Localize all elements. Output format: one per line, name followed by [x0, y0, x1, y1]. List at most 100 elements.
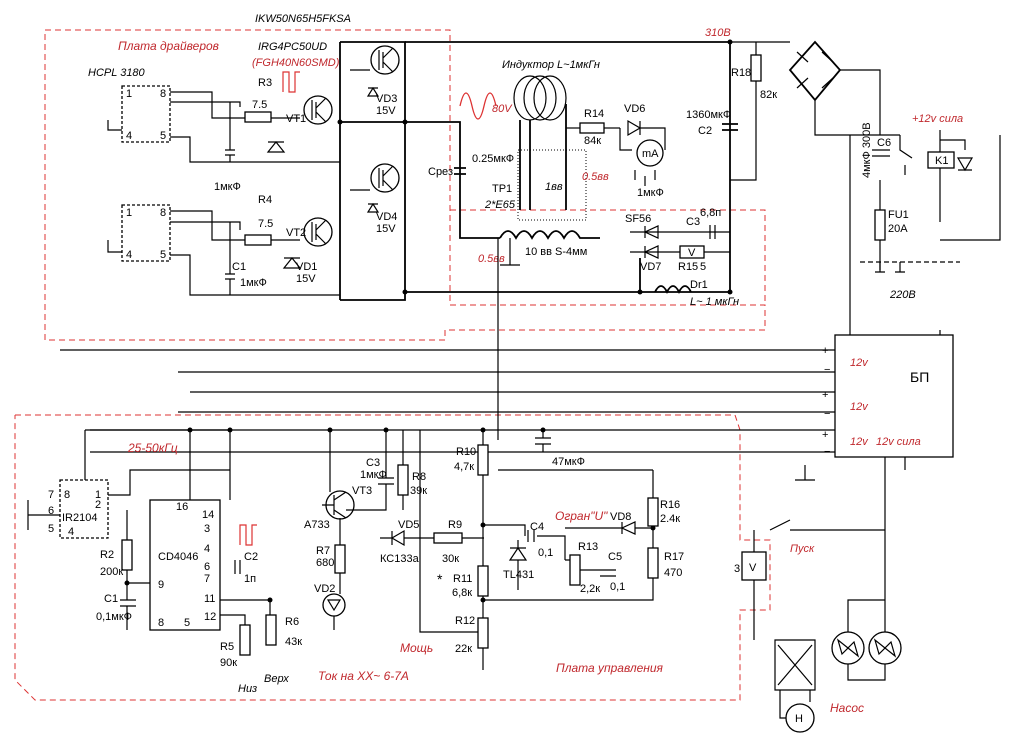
- resistor-r6: [265, 614, 277, 646]
- voltage-limit-label: Огран"U": [555, 509, 608, 523]
- svg-text:0.5вв: 0.5вв: [478, 253, 505, 265]
- svg-text:CD4046: CD4046: [158, 551, 198, 563]
- resistor-r14: [579, 122, 605, 134]
- svg-text:7: 7: [204, 573, 210, 585]
- svg-text:Верх: Верх: [264, 673, 289, 685]
- svg-text:−: −: [824, 364, 830, 376]
- svg-text:VD4: VD4: [376, 211, 397, 223]
- svg-text:1п: 1п: [244, 573, 256, 585]
- svg-text:4: 4: [126, 249, 132, 261]
- igbt-alt1-label: IRG4PC50UD: [258, 41, 327, 53]
- inductor-coil: [513, 75, 567, 210]
- svg-text:90к: 90к: [220, 657, 237, 669]
- transistor-vt3: [322, 490, 355, 520]
- svg-text:0,1: 0,1: [538, 547, 553, 559]
- svg-text:C4: C4: [530, 521, 544, 533]
- start-switch: [769, 519, 885, 531]
- svg-text:6: 6: [204, 561, 210, 573]
- svg-text:TP1: TP1: [492, 183, 512, 195]
- svg-text:R7: R7: [316, 545, 330, 557]
- svg-text:12v: 12v: [850, 436, 869, 448]
- igbt-main-label: IKW50N65H5FKSA: [255, 13, 351, 25]
- svg-text:11: 11: [204, 593, 215, 605]
- zener-vd3: [366, 86, 380, 97]
- svg-text:2.4к: 2.4к: [660, 513, 680, 525]
- fan-2-icon: [868, 631, 902, 665]
- svg-text:1360мкФ: 1360мкФ: [686, 109, 731, 121]
- svg-text:5: 5: [48, 523, 54, 535]
- svg-text:14: 14: [202, 509, 214, 521]
- resistor-r2: [121, 539, 133, 571]
- svg-text:L~ 1 мкГн: L~ 1 мкГн: [690, 296, 739, 308]
- svg-text:Низ: Низ: [238, 683, 257, 695]
- resistor-r18: [750, 54, 762, 82]
- pwm-waveform-icon: [282, 71, 300, 93]
- svg-text:4: 4: [126, 130, 132, 142]
- svg-text:R3: R3: [258, 77, 272, 89]
- svg-text:200к: 200к: [100, 566, 123, 578]
- svg-text:4: 4: [204, 543, 210, 555]
- resistor-r3: [244, 111, 272, 123]
- svg-text:КС133а: КС133а: [380, 553, 420, 565]
- svg-text:C3: C3: [686, 216, 700, 228]
- svg-text:1мкФ: 1мкФ: [360, 469, 387, 481]
- svg-text:R2: R2: [100, 549, 114, 561]
- svg-text:1мкФ: 1мкФ: [637, 187, 664, 199]
- svg-text:470: 470: [664, 567, 682, 579]
- svg-text:6: 6: [48, 505, 54, 517]
- svg-text:R13: R13: [578, 541, 598, 553]
- transformer-primary: [499, 230, 600, 240]
- resistor-r8: [397, 464, 409, 496]
- svg-text:VT3: VT3: [352, 485, 372, 497]
- svg-text:R8: R8: [412, 471, 426, 483]
- capacitor-c1-ctrl: [120, 599, 136, 607]
- svg-text:15V: 15V: [376, 105, 396, 117]
- power-module-outline: [450, 209, 766, 305]
- svg-text:0.25мкФ: 0.25мкФ: [472, 153, 514, 165]
- capacitor-c2: [722, 123, 738, 131]
- svg-text:12v: 12v: [850, 401, 869, 413]
- led-vd2: [322, 593, 346, 617]
- svg-text:+: +: [822, 429, 828, 441]
- svg-text:2: 2: [95, 499, 101, 511]
- relay-diode: [956, 157, 974, 172]
- svg-text:+12v сила: +12v сила: [912, 113, 963, 125]
- pll-cd4046: 16 14 3 4 6 7 9 11 8 5 12 CD4046: [149, 499, 221, 631]
- diode-vd8: [620, 521, 636, 535]
- svg-text:680: 680: [316, 557, 334, 569]
- svg-text:VD3: VD3: [376, 93, 397, 105]
- svg-text:10 вв S-4мм: 10 вв S-4мм: [525, 246, 587, 258]
- relay-k1: [927, 151, 955, 169]
- diode-icon: [266, 141, 286, 153]
- freq-label: 25-50кГц: [127, 441, 178, 455]
- voltage-310-label: 310В: [705, 27, 731, 39]
- zener-vd5: [390, 529, 405, 547]
- transistor-bottom-parallel: [370, 163, 400, 193]
- svg-text:5: 5: [160, 249, 166, 261]
- svg-text:1мкФ: 1мкФ: [214, 181, 241, 193]
- svg-text:R11: R11: [453, 573, 472, 585]
- svg-text:7: 7: [48, 489, 54, 501]
- svg-text:15V: 15V: [376, 223, 396, 235]
- psu-title: БП: [910, 369, 929, 385]
- svg-text:K1: K1: [935, 155, 948, 167]
- fuse-fu1: [874, 209, 886, 241]
- svg-text:20A: 20A: [888, 223, 908, 235]
- svg-text:82к: 82к: [760, 89, 777, 101]
- svg-text:220В: 220В: [889, 289, 916, 301]
- svg-text:R17: R17: [664, 551, 684, 563]
- milliammeter: [636, 139, 664, 167]
- optocoupler-bottom: 1 8 4 5: [121, 204, 171, 262]
- svg-text:R12: R12: [455, 615, 475, 627]
- resistor-r5: [239, 624, 251, 656]
- svg-text:VD8: VD8: [610, 511, 631, 523]
- psu-rail-2: + − 12v: [822, 389, 869, 420]
- driver-ir2104: 8 1 2 7 6 5 4 IR2104: [48, 479, 109, 539]
- svg-text:15V: 15V: [296, 273, 316, 285]
- capacitor-c2-ctrl: [234, 560, 241, 574]
- svg-text:R15: R15: [678, 261, 698, 273]
- svg-text:0.5вв: 0.5вв: [582, 171, 609, 183]
- svg-text:V: V: [688, 247, 696, 259]
- svg-text:16: 16: [176, 501, 188, 513]
- svg-text:VT2: VT2: [286, 227, 306, 239]
